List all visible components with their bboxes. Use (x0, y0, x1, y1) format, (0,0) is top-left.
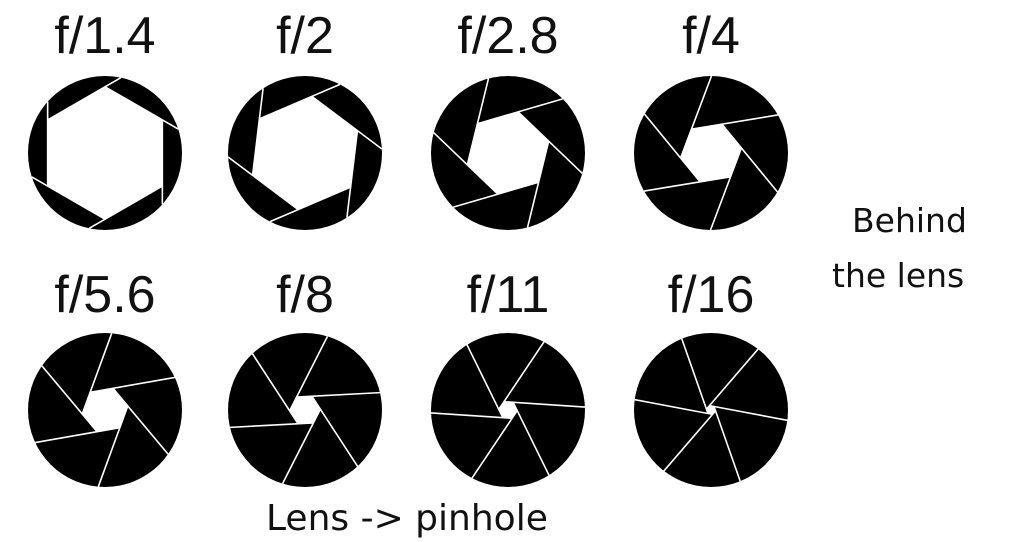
fstop-label: f/16 (668, 266, 755, 324)
fstop-label: f/11 (467, 266, 550, 324)
aperture-grid: f/1.4 f/2 f/2.8 f/4 f/5.6 f/8 f/11 f/16 (28, 7, 788, 487)
aperture-8: f/16 (634, 266, 788, 487)
aperture-4: f/4 (634, 7, 788, 230)
fstop-label: f/4 (682, 7, 740, 65)
aperture-5: f/5.6 (28, 266, 182, 487)
bottom-caption: Lens -> pinhole (266, 498, 548, 539)
fstop-label: f/2.8 (457, 7, 558, 65)
aperture-6: f/8 (228, 266, 382, 487)
aperture-3: f/2.8 (431, 7, 585, 230)
fstop-label: f/8 (276, 266, 334, 324)
aperture-7: f/11 (431, 266, 585, 487)
aperture-2: f/2 (228, 7, 382, 230)
side-caption-line-1: Behind (852, 201, 967, 240)
fstop-label: f/2 (276, 7, 334, 65)
fstop-label: f/5.6 (54, 266, 155, 324)
side-caption-line-2: the lens (832, 256, 964, 295)
aperture-1: f/1.4 (28, 7, 182, 230)
fstop-label: f/1.4 (54, 7, 155, 65)
